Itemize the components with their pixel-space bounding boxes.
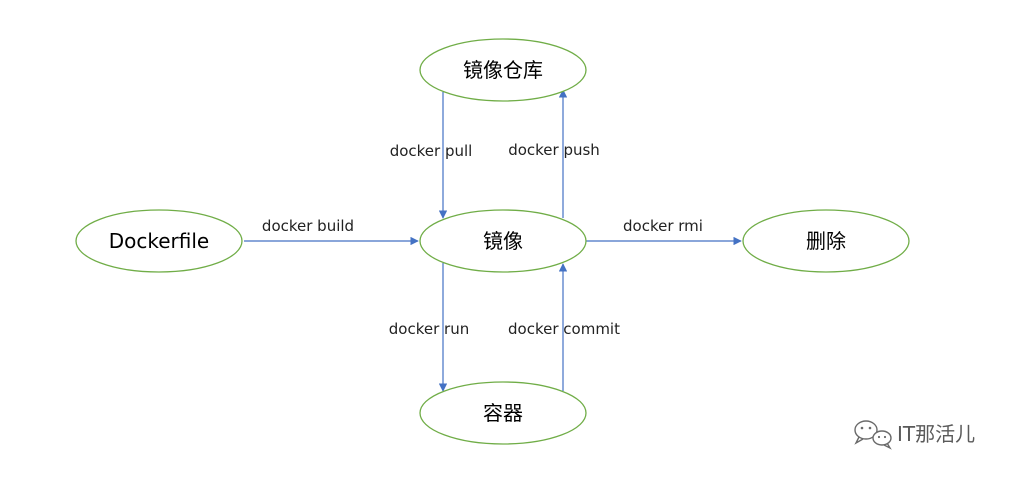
node-delete-label: 删除 <box>806 229 846 253</box>
node-dockerfile: Dockerfile <box>75 209 243 273</box>
node-image-label: 镜像 <box>483 229 523 253</box>
node-container: 容器 <box>419 381 587 445</box>
watermark-text: IT那活儿 <box>897 422 975 446</box>
node-dockerfile-label: Dockerfile <box>109 229 210 253</box>
edge-label-pull: docker pull <box>390 142 473 160</box>
node-registry: 镜像仓库 <box>419 38 587 102</box>
edge-label-build: docker build <box>262 217 354 235</box>
node-delete: 删除 <box>742 209 910 273</box>
edge-label-run: docker run <box>389 320 469 338</box>
wechat-icon <box>854 420 892 450</box>
edge-label-push: docker push <box>508 141 600 159</box>
node-container-label: 容器 <box>483 401 523 425</box>
node-image: 镜像 <box>419 209 587 273</box>
edge-label-commit: docker commit <box>508 320 620 338</box>
watermark: IT那活儿 <box>854 420 975 450</box>
edge-label-rmi: docker rmi <box>623 217 703 235</box>
node-registry-label: 镜像仓库 <box>463 58 543 82</box>
